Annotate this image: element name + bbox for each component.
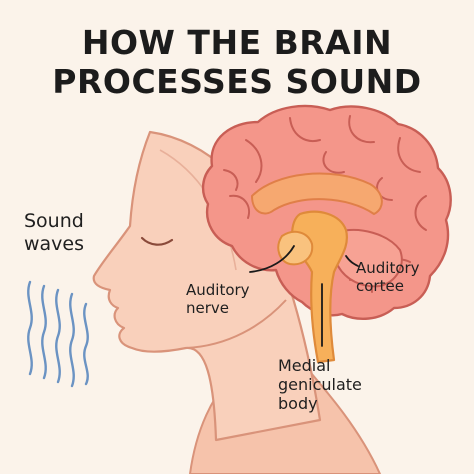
brain-fold <box>414 195 427 231</box>
leader-line-auditory-nerve <box>249 245 295 273</box>
title-line-1: HOW THE BRAIN <box>81 23 393 62</box>
sound-waves-group <box>27 280 89 388</box>
label-line: cortee <box>356 277 404 295</box>
label-medial-geniculate-body: Medial geniculate body <box>278 356 362 414</box>
corpus-callosum <box>250 172 383 216</box>
label-line: Auditory <box>186 281 250 299</box>
sound-wave <box>41 284 47 380</box>
sound-wave <box>69 292 75 388</box>
brain-fold <box>322 151 345 174</box>
jaw-line <box>185 299 287 349</box>
brain-fold <box>223 169 239 191</box>
sound-wave <box>55 288 61 384</box>
brain <box>201 104 452 320</box>
title-line-2: PROCESSES SOUND <box>52 62 422 101</box>
label-line: nerve <box>186 299 230 317</box>
closed-eye <box>140 236 174 246</box>
label-auditory-nerve: Auditory nerve <box>186 281 250 317</box>
label-line: Medial <box>278 356 331 375</box>
label-line: Auditory <box>356 259 420 277</box>
label-auditory-cortex: Auditory cortee <box>356 259 420 295</box>
brain-fold <box>245 139 263 183</box>
brain-fold <box>229 194 250 219</box>
brain-fold <box>348 115 375 144</box>
brain-fold <box>289 117 321 142</box>
leader-line-auditory-cortex <box>345 255 359 267</box>
label-sound-waves: Sound waves <box>24 210 84 256</box>
label-line: Sound <box>24 210 84 232</box>
sound-wave <box>27 280 33 376</box>
sound-wave <box>83 302 89 386</box>
brain-fold <box>397 137 421 173</box>
label-line: waves <box>24 232 85 255</box>
label-line: geniculate <box>278 375 362 395</box>
label-line: body <box>278 394 318 414</box>
